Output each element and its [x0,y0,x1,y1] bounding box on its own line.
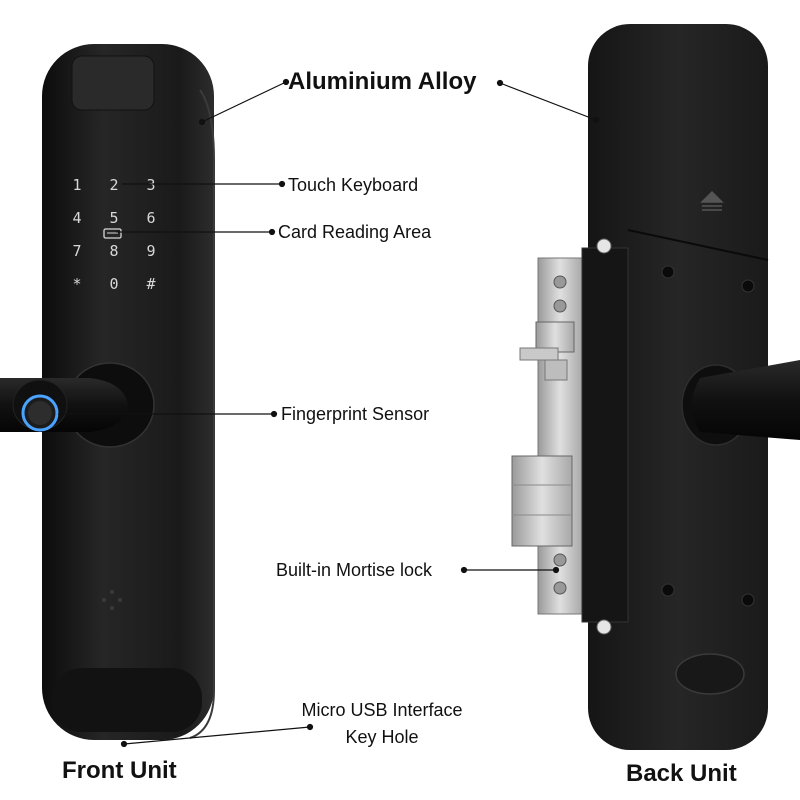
aluminium-alloy-label: Aluminium Alloy [288,68,477,95]
key-hole-text: Key Hole [345,727,419,747]
key-star[interactable]: * [72,275,81,293]
back-unit [511,24,800,750]
front-unit: 1 2 3 4 5 6 7 8 9 * 0 # [0,44,215,740]
back-unit-title: Back Unit [626,760,737,787]
battery-cover-eject-icon [700,190,724,211]
mortise-lock [511,238,629,635]
mortise-lock-label: Built-in Mortise lock [276,560,433,580]
fingerprint-sensor-label: Fingerprint Sensor [281,404,430,424]
key-8[interactable]: 8 [109,242,118,260]
speaker-holes [102,590,122,610]
key-1[interactable]: 1 [72,176,81,194]
card-reading-area-label: Card Reading Area [278,222,432,242]
front-handle[interactable] [0,362,155,448]
mount-screws [661,265,755,607]
callout-lines [58,78,600,748]
key-7[interactable]: 7 [72,242,81,260]
fingerprint-icon [28,401,52,425]
micro-usb-interface-text: Micro USB Interface [301,700,463,720]
latch-bolt [535,321,575,353]
front-top-cap [71,55,155,111]
front-unit-title: Front Unit [62,757,177,784]
touch-keyboard-label: Touch Keyboard [288,175,419,195]
key-6[interactable]: 6 [146,209,155,227]
key-5[interactable]: 5 [109,209,118,227]
dead-bolt [511,455,573,547]
back-handle[interactable] [681,360,800,446]
back-lock-body [588,24,768,750]
key-hash[interactable]: # [146,275,155,293]
key-hole-cover[interactable] [675,653,745,695]
key-4[interactable]: 4 [72,209,81,227]
micro-usb-label: Micro USB Interface Key Hole [284,697,480,751]
key-0[interactable]: 0 [109,275,118,293]
key-9[interactable]: 9 [146,242,155,260]
key-2[interactable]: 2 [109,176,118,194]
front-bottom-panel [52,668,202,732]
touch-keypad[interactable]: 1 2 3 4 5 6 7 8 9 * 0 # [72,176,155,293]
key-3[interactable]: 3 [146,176,155,194]
card-icon [103,228,122,239]
